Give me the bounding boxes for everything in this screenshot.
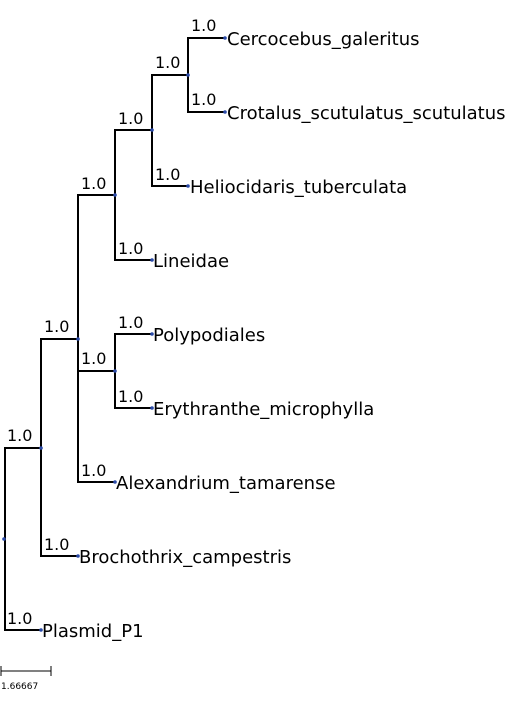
support-label-brochothrix: 1.0 — [44, 535, 69, 554]
clade-all-but-plasmid-branch — [40, 338, 79, 557]
support-label-clade-poly-ery: 1.0 — [81, 349, 106, 368]
taxon-label-heliocidaris: Heliocidaris_tuberculata — [190, 177, 407, 198]
support-label-crotalus: 1.0 — [191, 90, 216, 109]
support-label-alexandrium: 1.0 — [81, 461, 106, 480]
taxon-label-crotalus: Crotalus_scutulatus_scutulatus — [227, 103, 506, 124]
support-label-polypodiales: 1.0 — [118, 313, 143, 332]
node-root — [2, 537, 6, 541]
support-label-plasmid: 1.0 — [7, 609, 32, 628]
taxon-label-cercocebus: Cercocebus_galeritus — [227, 29, 420, 50]
taxon-label-alexandrium: Alexandrium_tamarense — [116, 473, 336, 494]
taxon-label-polypodiales: Polypodiales — [153, 325, 265, 346]
node-leaf-crotalus — [223, 110, 227, 114]
clade-inner-branch — [77, 194, 116, 483]
support-label-erythranthe: 1.0 — [118, 387, 143, 406]
support-labels: 1.0 1.0 1.0 1.0 1.0 1.0 1.0 1.0 1.0 1.0 … — [7, 16, 216, 628]
support-label-clade-upper: 1.0 — [81, 174, 106, 193]
taxon-label-plasmid: Plasmid_P1 — [42, 621, 144, 642]
node-leaf-heliocidaris — [186, 184, 190, 188]
node-clade-inner — [76, 337, 80, 341]
node-clade-all-but-plasmid — [39, 446, 43, 450]
node-clade-upper — [113, 193, 117, 197]
node-leaf-polypodiales — [150, 332, 154, 336]
scale-bar-line — [0, 666, 52, 676]
node-clade-cerco-crot — [186, 73, 190, 77]
scale-bar: 1.66667 — [0, 666, 52, 692]
taxon-label-erythranthe: Erythranthe_microphylla — [153, 399, 374, 420]
support-label-clade-helio-group: 1.0 — [118, 109, 143, 128]
support-label-clade-all-but-plasmid: 1.0 — [7, 426, 32, 445]
node-leaf-alexandrium — [113, 480, 117, 484]
tree-nodes — [2, 36, 227, 632]
node-leaf-erythranthe — [150, 406, 154, 410]
support-label-lineidae: 1.0 — [118, 239, 143, 258]
taxon-labels: Cercocebus_galeritus Crotalus_scutulatus… — [42, 29, 506, 642]
support-label-cercocebus: 1.0 — [191, 16, 216, 35]
root-branch — [4, 447, 42, 631]
node-clade-helio-group — [150, 128, 154, 132]
node-leaf-plasmid — [39, 628, 43, 632]
taxon-label-brochothrix: Brochothrix_campestris — [79, 547, 291, 568]
support-label-heliocidaris: 1.0 — [155, 165, 180, 184]
scale-bar-label: 1.66667 — [1, 682, 38, 692]
support-label-clade-inner: 1.0 — [44, 317, 69, 336]
node-leaf-lineidae — [150, 258, 154, 262]
node-clade-poly-ery — [113, 369, 117, 373]
node-leaf-cercocebus — [223, 36, 227, 40]
node-leaf-brochothrix — [76, 554, 80, 558]
taxon-label-lineidae: Lineidae — [153, 251, 229, 272]
support-label-clade-cerco-crot: 1.0 — [155, 53, 180, 72]
